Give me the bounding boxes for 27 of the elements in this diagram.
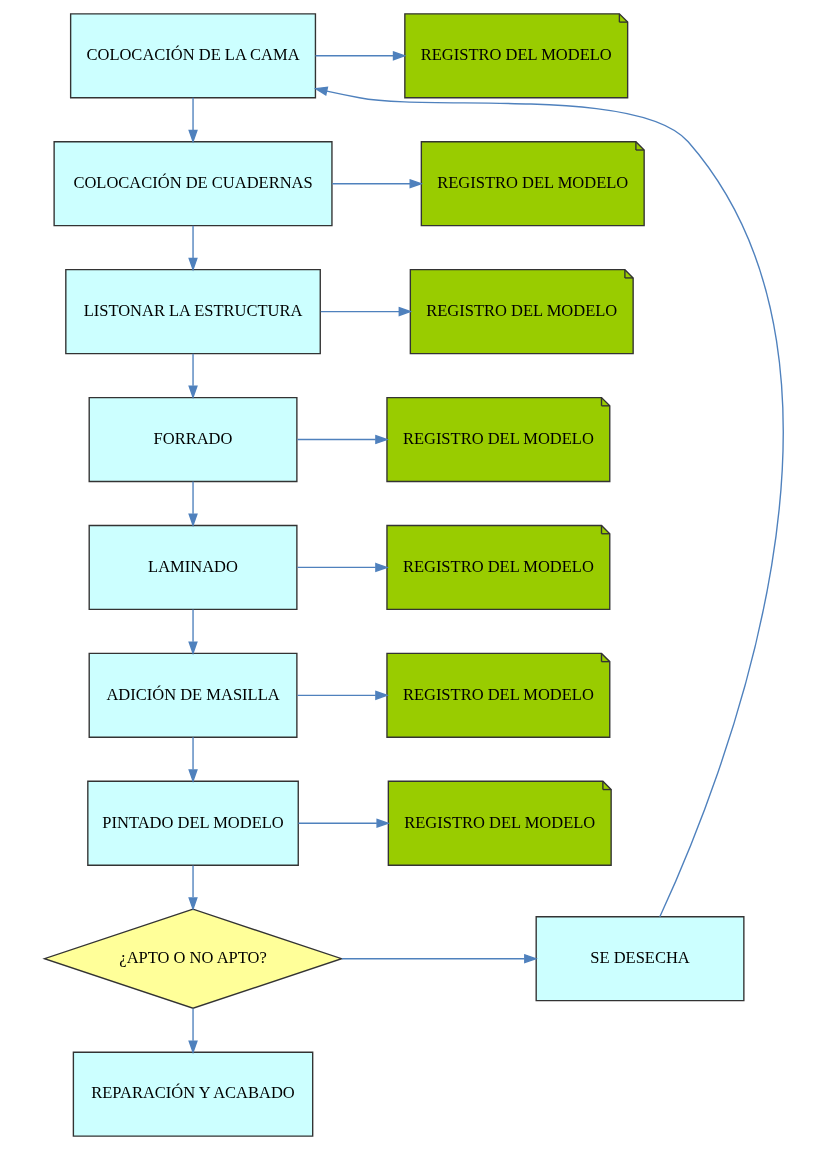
arrow — [188, 736, 198, 784]
arrow — [188, 480, 198, 528]
arrow — [296, 690, 389, 701]
arrow — [188, 352, 198, 400]
arrow — [296, 434, 389, 445]
node-box: REPARACIÓN Y ACABADO — [72, 1051, 314, 1137]
arrow — [296, 562, 389, 573]
arrow — [188, 225, 198, 272]
arrow — [320, 306, 413, 317]
node-box: FORRADO — [88, 396, 298, 483]
arrow — [297, 818, 391, 829]
arrow — [331, 178, 424, 189]
arrow — [188, 1007, 198, 1055]
node-box: LAMINADO — [88, 524, 298, 611]
arrow — [188, 608, 198, 656]
node-box: SE DESECHA — [535, 916, 745, 1002]
node-box: PINTADO DEL MODELO — [87, 780, 299, 866]
node-box: ADICIÓN DE MASILLA — [88, 652, 298, 738]
arrow — [188, 864, 198, 911]
node-box: LISTONAR LA ESTRUCTURA — [65, 269, 321, 355]
node-box: COLOCACIÓN DE LA CAMA — [69, 13, 317, 99]
node-diamond: ¿APTO O NO APTO? — [42, 908, 344, 1009]
node-box: COLOCACIÓN DE CUADERNAS — [53, 141, 333, 227]
arrow — [314, 51, 407, 61]
arrow — [313, 86, 784, 918]
arrow — [188, 97, 198, 144]
arrow — [341, 953, 538, 964]
